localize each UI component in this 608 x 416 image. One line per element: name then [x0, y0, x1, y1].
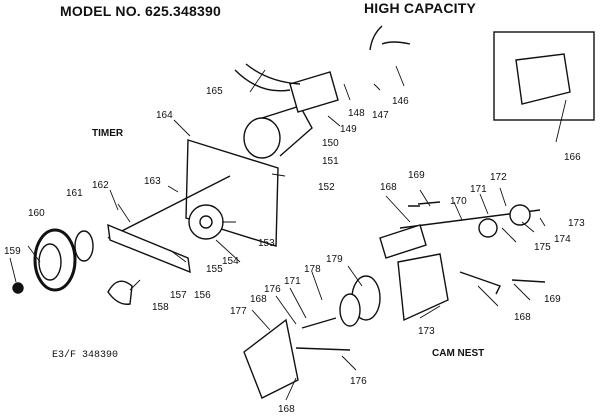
callout-173-a: 173: [568, 218, 585, 229]
callout-158: 158: [152, 302, 169, 313]
callout-157: 157: [170, 290, 187, 301]
cam-bracket-lower: [243, 318, 299, 399]
callout-169-b: 169: [544, 294, 561, 305]
callout-174: 174: [554, 234, 571, 245]
wire-connector: [289, 71, 339, 113]
callout-169-a: 169: [408, 170, 425, 181]
callout-173-b: 173: [418, 326, 435, 337]
callout-163: 163: [144, 176, 161, 187]
callout-150: 150: [322, 138, 339, 149]
diagram-code: E3/F 348390: [52, 350, 119, 361]
callout-166: 166: [564, 152, 581, 163]
timer-lever: [107, 223, 191, 274]
callout-171-a: 171: [470, 184, 487, 195]
capacity-title: HIGH CAPACITY: [364, 0, 477, 16]
callout-168-c: 168: [250, 294, 267, 305]
callout-170: 170: [450, 196, 467, 207]
callout-168-b: 168: [514, 312, 531, 323]
callout-172: 172: [490, 172, 507, 183]
cam-gear-b: [509, 204, 531, 226]
callout-156: 156: [194, 290, 211, 301]
screw: [12, 282, 24, 294]
callout-161: 161: [66, 188, 83, 199]
callout-149: 149: [340, 124, 357, 135]
cam-bracket: [397, 253, 449, 322]
callout-154: 154: [222, 256, 239, 267]
timer-motor: [243, 117, 281, 159]
callout-147: 147: [372, 110, 389, 121]
callout-151: 151: [322, 156, 339, 167]
callout-164: 164: [156, 110, 173, 121]
callout-171-b: 171: [284, 276, 301, 287]
knob-skirt: [33, 228, 77, 292]
callout-159: 159: [4, 246, 21, 257]
callout-162: 162: [92, 180, 109, 191]
callout-177: 177: [230, 306, 247, 317]
timer-gear: [188, 204, 224, 240]
timer-label: TIMER: [92, 128, 124, 139]
callout-152: 152: [318, 182, 335, 193]
callout-168-a: 168: [380, 182, 397, 193]
cam-lever-upper: [379, 224, 427, 259]
callout-179: 179: [326, 254, 343, 265]
dial: [74, 230, 94, 262]
callout-148: 148: [348, 108, 365, 119]
cam-nest-label: CAM NEST: [432, 348, 485, 359]
model-number: MODEL NO. 625.348390: [60, 3, 221, 19]
callout-165: 165: [206, 86, 223, 97]
switch-block: [515, 53, 571, 105]
callout-146: 146: [392, 96, 409, 107]
callout-176-b: 176: [350, 376, 367, 387]
cam-gear-a: [478, 218, 498, 238]
callout-153: 153: [258, 238, 275, 249]
callout-178: 178: [304, 264, 321, 275]
callout-168-d: 168: [278, 404, 295, 415]
callout-160: 160: [28, 208, 45, 219]
callout-155: 155: [206, 264, 223, 275]
callout-175: 175: [534, 242, 551, 253]
callout-labels: 159 160 161 162 163 164 165 146 147 148 …: [4, 86, 585, 415]
callout-176-a: 176: [264, 284, 281, 295]
timer-knob: [107, 280, 133, 305]
